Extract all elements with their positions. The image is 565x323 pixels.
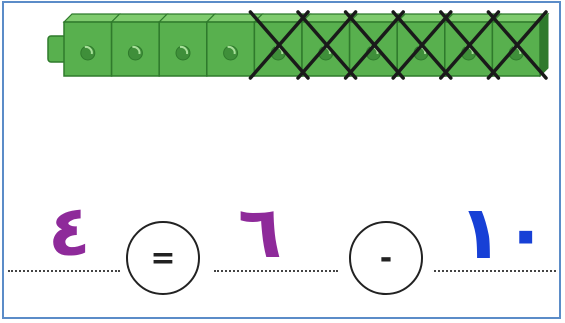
difference-numeral: ٤	[48, 196, 91, 266]
minuend-numeral: ١٠	[458, 196, 548, 270]
subtrahend-numeral: ٦	[238, 196, 282, 268]
minus-sign: -	[349, 221, 423, 295]
equals-sign: =	[126, 221, 200, 295]
